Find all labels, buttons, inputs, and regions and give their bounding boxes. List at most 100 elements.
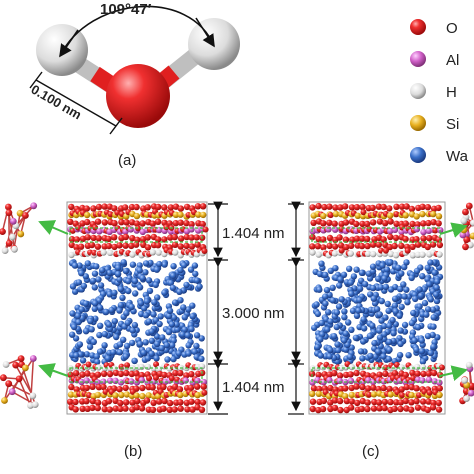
- atom: [350, 273, 358, 280]
- atom: [189, 302, 196, 309]
- atom: [91, 249, 98, 256]
- atom: [188, 398, 195, 405]
- atom: [9, 217, 17, 225]
- atom: [364, 250, 372, 257]
- atom: [11, 245, 18, 253]
- atom: [101, 219, 109, 226]
- atom: [30, 202, 38, 210]
- atom: [22, 364, 29, 372]
- atom: [96, 228, 103, 235]
- atom: [309, 398, 317, 405]
- atom: [84, 234, 92, 241]
- atom: [1, 397, 8, 404]
- atom: [128, 370, 135, 378]
- atom: [199, 399, 207, 406]
- atom: [408, 274, 415, 282]
- atom: [348, 384, 355, 392]
- atom: [375, 275, 382, 283]
- atom: [131, 277, 139, 285]
- atom: [343, 244, 350, 251]
- atom: [405, 352, 412, 359]
- atom: [364, 220, 371, 228]
- atom: [386, 322, 393, 329]
- atom: [340, 271, 348, 278]
- atom: [361, 281, 369, 288]
- atom: [146, 287, 154, 295]
- atom: [346, 265, 353, 272]
- atom: [409, 252, 417, 259]
- atom: [325, 309, 332, 316]
- atom: [435, 406, 443, 413]
- atom: [129, 251, 136, 258]
- atom: [421, 299, 429, 307]
- atom: [327, 212, 334, 219]
- atom: [96, 348, 104, 355]
- atom: [202, 226, 209, 233]
- atom: [331, 250, 339, 257]
- atom: [105, 235, 112, 243]
- atom: [1, 247, 9, 255]
- atom: [5, 239, 13, 247]
- atom: [128, 219, 136, 226]
- atom: [336, 282, 343, 289]
- atom: [91, 300, 99, 307]
- atom: [336, 372, 344, 379]
- atom: [138, 363, 145, 371]
- atom: [198, 355, 205, 362]
- atom: [414, 251, 422, 258]
- atom: [84, 370, 91, 377]
- atom: [387, 250, 395, 258]
- atom: [345, 319, 352, 326]
- atom: [420, 220, 427, 227]
- atom: [369, 284, 377, 292]
- atom: [470, 219, 474, 227]
- caption-a: (a): [118, 152, 136, 169]
- atom: [171, 233, 178, 241]
- atom: [413, 346, 420, 353]
- atom: [396, 312, 403, 319]
- atom: [171, 241, 179, 248]
- atom: [74, 312, 82, 320]
- atom: [403, 286, 410, 293]
- atom: [324, 326, 331, 333]
- atom: [391, 302, 399, 309]
- atom: [99, 267, 106, 274]
- atom: [330, 333, 338, 340]
- atom: [161, 289, 168, 296]
- atom: [370, 219, 377, 226]
- atom: [435, 399, 442, 407]
- atom: [193, 277, 201, 284]
- atom: [393, 361, 400, 368]
- atom: [426, 281, 433, 288]
- atom: [97, 322, 104, 329]
- atom: [131, 321, 139, 329]
- atom: [425, 398, 432, 405]
- atom: [177, 297, 184, 304]
- box-c-top-layer: [309, 202, 444, 259]
- atom: [142, 260, 150, 267]
- atom: [95, 235, 103, 242]
- atom: [427, 296, 434, 303]
- atom: [84, 405, 91, 412]
- atom: [430, 369, 438, 377]
- atom: [16, 209, 24, 217]
- atom: [353, 235, 361, 242]
- atom: [87, 318, 94, 325]
- atom: [73, 352, 80, 359]
- atom: [348, 326, 355, 333]
- atom: [375, 241, 382, 248]
- atom: [2, 361, 10, 368]
- atom: [377, 284, 384, 291]
- atom: [112, 405, 119, 412]
- atom: [158, 345, 165, 352]
- atom: [83, 377, 90, 384]
- atom: [73, 386, 80, 393]
- atom: [386, 212, 394, 219]
- atom: [70, 323, 78, 331]
- atom: [386, 346, 393, 354]
- atom: [327, 384, 334, 392]
- atom: [91, 270, 99, 277]
- atom: [161, 397, 168, 405]
- atom: [376, 311, 383, 318]
- atom: [68, 251, 75, 259]
